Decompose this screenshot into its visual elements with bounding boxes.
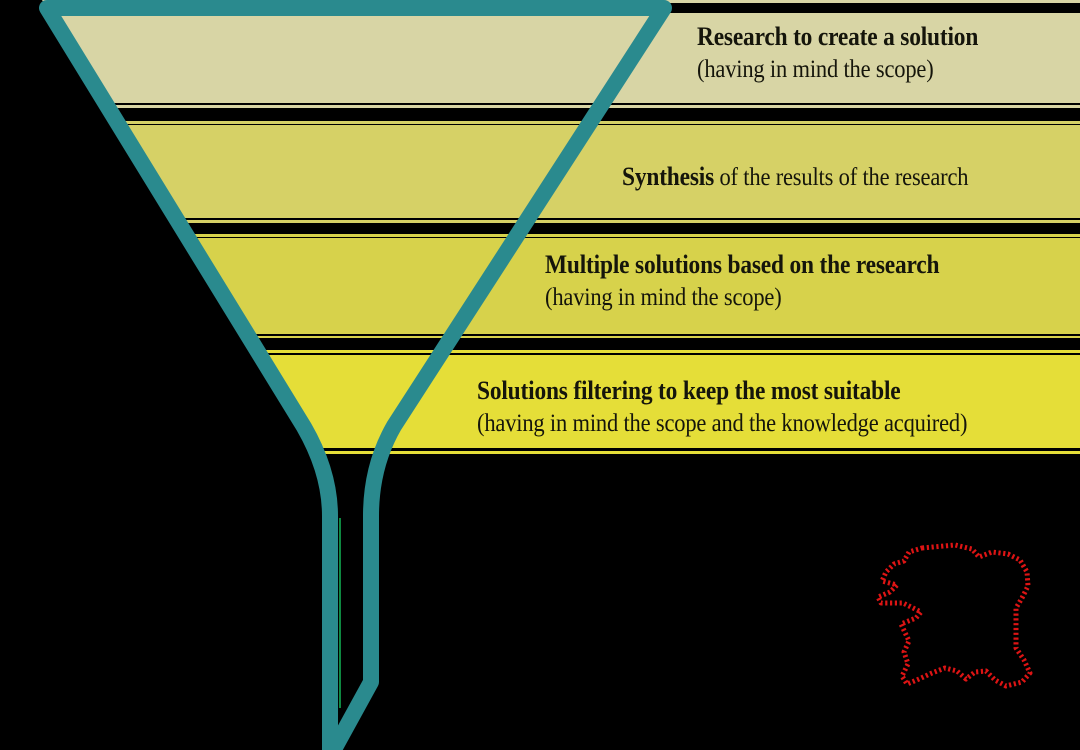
- stage-3-label-regular: (having in mind the scope): [545, 284, 782, 311]
- stage-4-label: Solutions filtering to keep the most sui…: [477, 374, 967, 440]
- stage-3-accent-bottom: [0, 336, 1080, 338]
- stage-2-label: Synthesis of the results of the research: [622, 160, 969, 194]
- stage-3-label: Multiple solutions based on the research…: [545, 248, 940, 314]
- stage-4-accent-top: [0, 350, 1080, 353]
- stage-1-label: Research to create a solution (having in…: [697, 20, 978, 86]
- funnel-outline: [39, 0, 672, 750]
- stage-1-label-bold: Research to create a solution: [697, 22, 979, 51]
- region-annotation-outline: [875, 542, 1033, 689]
- stage-3-accent-top: [0, 234, 1080, 237]
- stage-4-accent-bottom: [0, 451, 1080, 454]
- stage-1-accent-line: [0, 105, 1080, 108]
- stage-4-label-regular: (having in mind the scope and the knowle…: [477, 410, 968, 437]
- stage-2-accent-bottom: [0, 220, 1080, 223]
- stage-1-band: [0, 13, 1080, 103]
- stage-2-label-regular: of the results of the research: [714, 164, 969, 191]
- stage-1-label-regular: (having in mind the scope): [697, 56, 934, 83]
- stage-4-label-bold: Solutions filtering to keep the most sui…: [477, 376, 901, 405]
- left-mask: [0, 0, 330, 750]
- stage-2-accent-top: [0, 121, 1080, 124]
- stage-3-label-bold: Multiple solutions based on the research: [545, 250, 940, 279]
- stage-2-label-bold: Synthesis: [622, 162, 715, 191]
